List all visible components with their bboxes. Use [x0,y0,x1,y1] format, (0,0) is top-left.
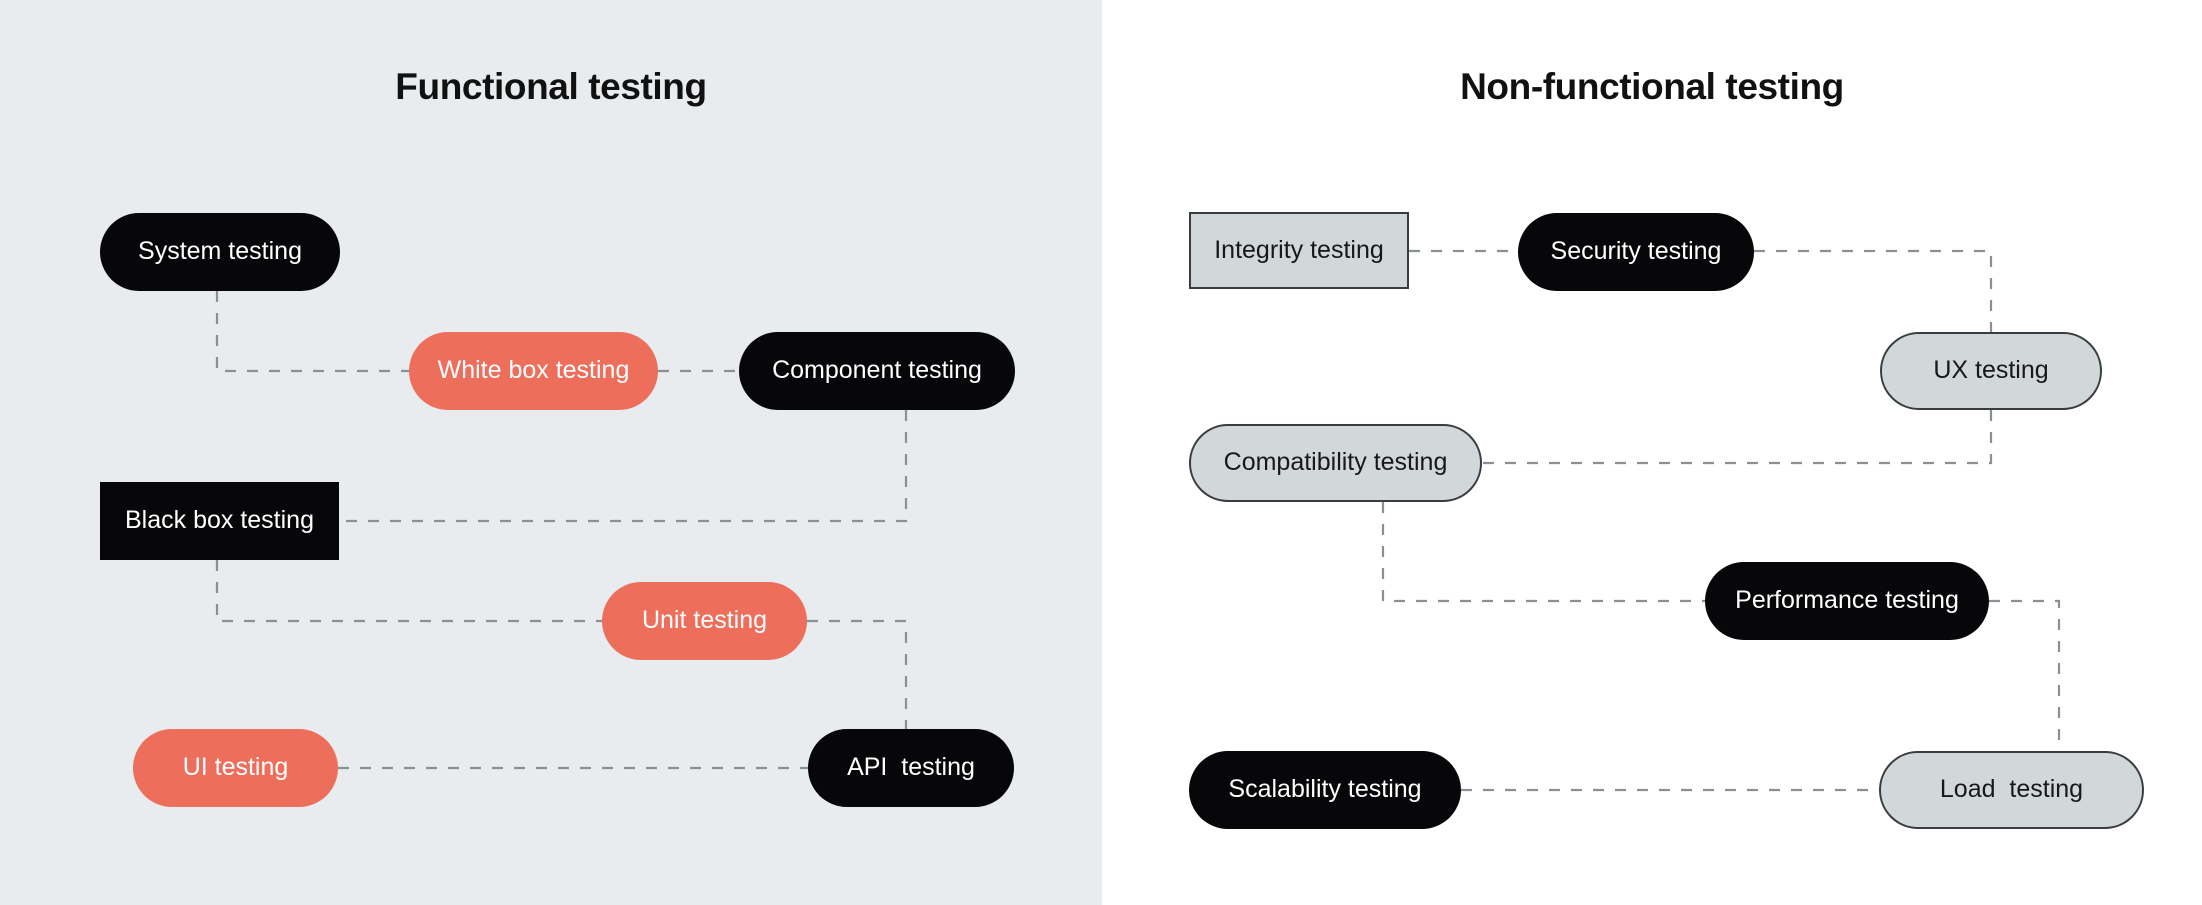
node-white-box-testing[interactable]: White box testing [409,332,658,410]
page-title-functional: Functional testing [395,66,707,107]
node-compatibility-testing[interactable]: Compatibility testing [1189,424,1482,502]
page-title-non-functional: Non-functional testing [1460,66,1844,107]
node-security-testing[interactable]: Security testing [1518,213,1754,291]
node-integrity-testing[interactable]: Integrity testing [1189,212,1409,289]
node-scalability-testing[interactable]: Scalability testing [1189,751,1461,829]
node-performance-testing[interactable]: Performance testing [1705,562,1989,640]
node-component-testing[interactable]: Component testing [739,332,1015,410]
node-black-box-testing[interactable]: Black box testing [100,482,339,560]
node-ux-testing[interactable]: UX testing [1880,332,2102,410]
node-api-testing[interactable]: API testing [808,729,1014,807]
node-load-testing[interactable]: Load testing [1879,751,2144,829]
node-unit-testing[interactable]: Unit testing [602,582,807,660]
node-system-testing[interactable]: System testing [100,213,340,291]
node-ui-testing[interactable]: UI testing [133,729,338,807]
